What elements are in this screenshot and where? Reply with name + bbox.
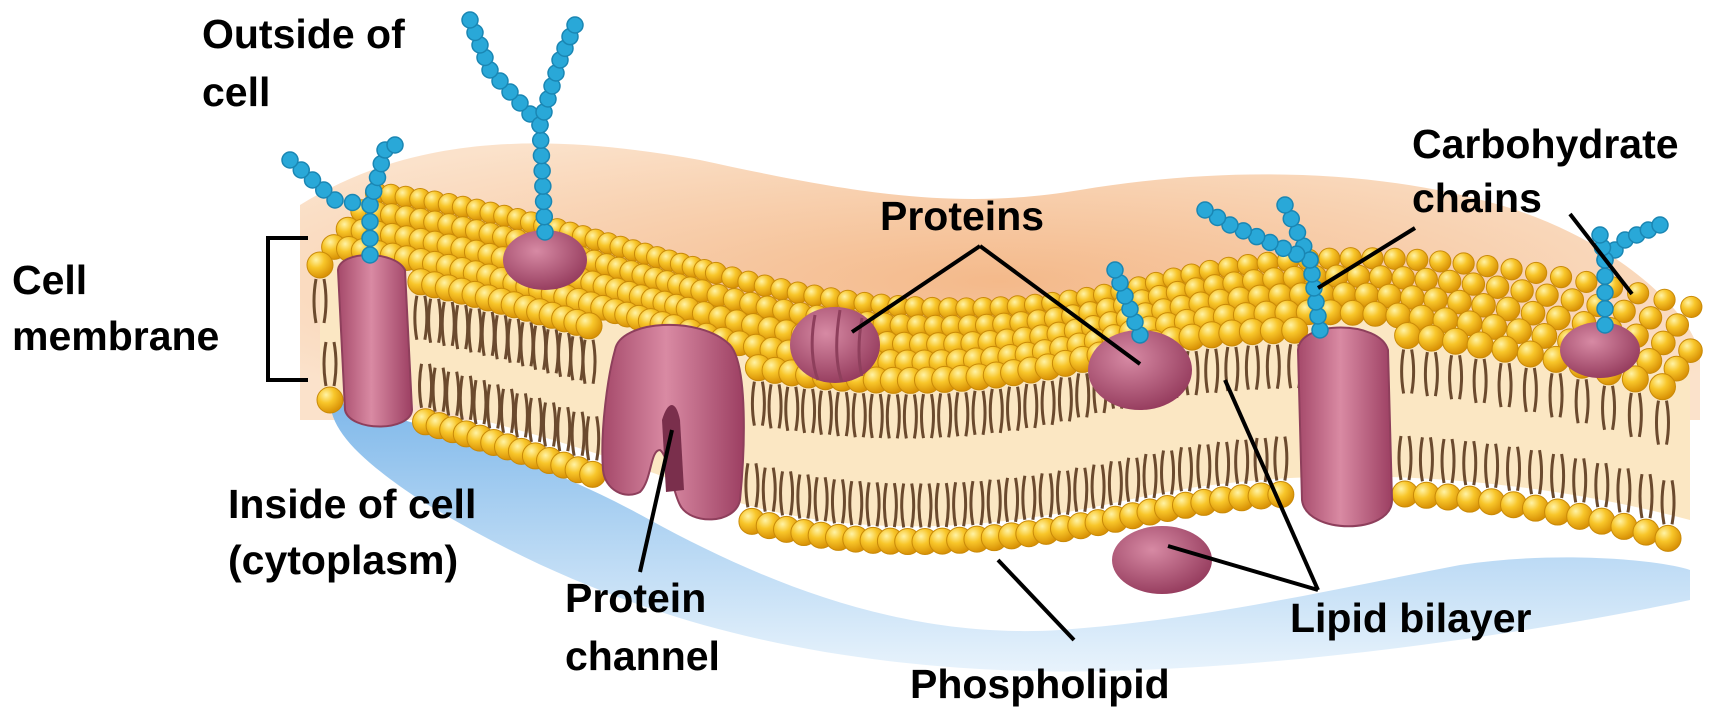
label-lipid-bilayer: Lipid bilayer xyxy=(1290,595,1532,641)
sugar-unit-icon xyxy=(282,152,298,168)
phosphate-head xyxy=(1517,341,1543,367)
sugar-unit-icon xyxy=(1597,268,1613,284)
phosphate-head xyxy=(1467,332,1493,358)
sugar-unit-icon xyxy=(1592,227,1608,243)
sugar-unit-icon xyxy=(1597,301,1613,317)
phosphate-head xyxy=(1395,323,1421,349)
label-proteins: Proteins xyxy=(880,193,1044,239)
label-protein-channel-line2: channel xyxy=(565,633,720,679)
sugar-unit-icon xyxy=(536,193,552,209)
leader-phospholipid xyxy=(998,560,1074,640)
label-outside-of-cell-line2: cell xyxy=(202,69,270,115)
phosphate-head xyxy=(1526,262,1547,283)
sugar-unit-icon xyxy=(537,224,553,240)
sugar-unit-icon xyxy=(1277,197,1293,213)
sugar-unit-icon xyxy=(533,148,549,164)
label-cell-membrane-line1: Cell xyxy=(12,257,87,303)
phosphate-head xyxy=(1550,267,1571,288)
label-outside-of-cell-line1: Outside of xyxy=(202,11,405,57)
label-carbohydrate-line2: chains xyxy=(1412,175,1542,221)
phosphate-head xyxy=(1443,328,1469,354)
sugar-unit-icon xyxy=(1597,317,1613,333)
sugar-unit-icon xyxy=(1107,262,1123,278)
phosphate-head xyxy=(317,387,343,413)
phosphate-head xyxy=(1654,289,1675,310)
phosphate-head xyxy=(1649,374,1675,400)
phosphate-head xyxy=(1477,256,1498,277)
phosphate-head xyxy=(1545,499,1571,525)
phosphate-head xyxy=(1655,525,1681,551)
sugar-unit-icon xyxy=(534,163,550,179)
label-phospholipid: Phospholipid xyxy=(910,661,1170,707)
transmembrane-protein-left xyxy=(338,255,412,427)
sugar-unit-icon xyxy=(345,195,361,211)
sugar-unit-icon xyxy=(462,12,478,28)
phosphate-head xyxy=(307,252,333,278)
sugar-unit-icon xyxy=(1652,217,1668,233)
sugar-unit-icon xyxy=(536,209,552,225)
sugar-unit-icon xyxy=(1597,285,1613,301)
label-carbohydrate-line1: Carbohydrate xyxy=(1412,121,1679,167)
sugar-unit-icon xyxy=(362,214,378,230)
label-cell-membrane-line2: membrane xyxy=(12,313,219,359)
phosphate-head xyxy=(1418,325,1444,351)
sugar-unit-icon xyxy=(387,137,403,153)
globular-protein-center xyxy=(790,307,880,383)
peripheral-protein-bottom xyxy=(1112,526,1212,594)
sugar-unit-icon xyxy=(567,17,583,33)
phosphate-head xyxy=(1567,503,1593,529)
label-inside-of-cell-line1: Inside of cell xyxy=(228,481,476,527)
phosphate-head xyxy=(1681,296,1702,317)
sugar-unit-icon xyxy=(1197,202,1213,218)
phosphate-head xyxy=(1453,253,1474,274)
sugar-unit-icon xyxy=(362,230,378,246)
phosphate-head xyxy=(1589,508,1615,534)
phosphate-head xyxy=(1501,259,1522,280)
phosphate-head xyxy=(1430,251,1451,272)
label-protein-channel-line1: Protein xyxy=(565,575,706,621)
phosphate-head xyxy=(1523,495,1549,521)
label-inside-of-cell-line2: (cytoplasm) xyxy=(228,537,458,583)
phosphate-head xyxy=(1492,336,1518,362)
sugar-unit-icon xyxy=(535,178,551,194)
sugar-unit-icon xyxy=(533,132,549,148)
transmembrane-protein-right xyxy=(1298,328,1392,527)
phosphate-head xyxy=(576,313,602,339)
phosphate-head xyxy=(1576,271,1597,292)
phosphate-head xyxy=(1340,300,1365,325)
sugar-unit-icon xyxy=(362,247,378,263)
phosphate-head xyxy=(1363,301,1388,326)
phosphate-head xyxy=(1407,249,1428,270)
